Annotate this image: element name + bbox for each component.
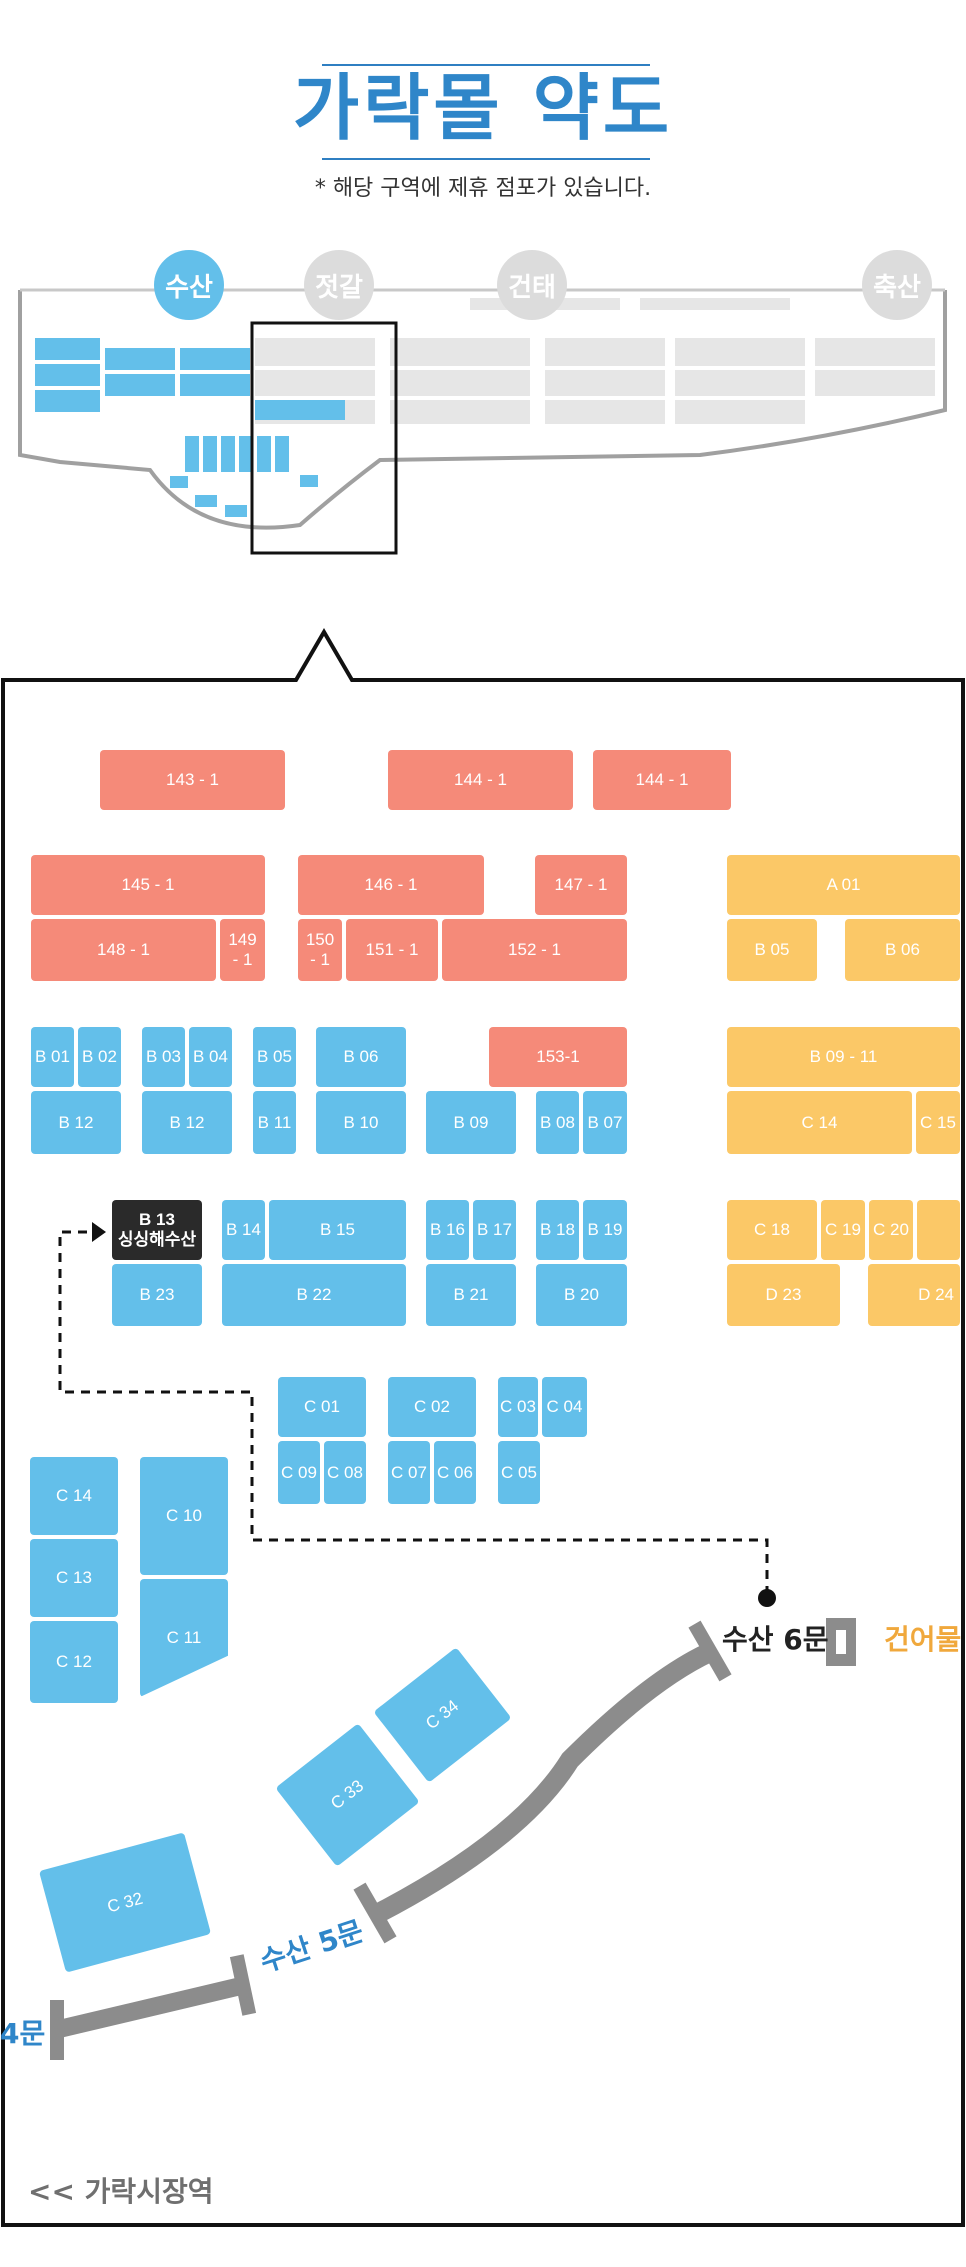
zone-dried-fish[interactable]: 건태 [497, 250, 567, 320]
stall-b20[interactable]: B 20 [536, 1264, 627, 1326]
overview-outline [18, 290, 947, 530]
stall-b08[interactable]: B 08 [536, 1091, 579, 1154]
stall-148-1[interactable]: 148 - 1 [31, 919, 216, 981]
stall-y-b05[interactable]: B 05 [727, 919, 817, 981]
dried-seafood-building-label[interactable]: 건어물 [884, 1623, 962, 1656]
back-to-station-link[interactable]: << 가락시장역 [28, 2175, 214, 2208]
stall-b01[interactable]: B 01 [31, 1027, 74, 1087]
zone-seafood[interactable]: 수산 [154, 250, 224, 320]
stall-c10[interactable]: C 10 [140, 1457, 228, 1575]
stall-b05[interactable]: B 05 [253, 1027, 296, 1087]
stall-143-1[interactable]: 143 - 1 [100, 750, 285, 810]
stall-c13[interactable]: C 13 [30, 1539, 118, 1617]
overview-selection-frame [250, 321, 398, 555]
stall-b03[interactable]: B 03 [142, 1027, 185, 1087]
route-arrow-head [92, 1222, 106, 1242]
page-subtitle: * 해당 구역에 제휴 점포가 있습니다. [314, 176, 652, 201]
stall-b12a[interactable]: B 12 [31, 1091, 121, 1154]
stall-146-1[interactable]: 146 - 1 [298, 855, 484, 915]
stall-c14[interactable]: C 14 [30, 1457, 118, 1535]
stall-b04[interactable]: B 04 [189, 1027, 232, 1087]
stall-y-c20[interactable]: C 20 [869, 1200, 913, 1260]
stall-144-1b[interactable]: 144 - 1 [593, 750, 731, 810]
stall-b09[interactable]: B 09 [426, 1091, 516, 1154]
stall-b18[interactable]: B 18 [536, 1200, 579, 1260]
stall-144-1a[interactable]: 144 - 1 [388, 750, 573, 810]
gate-seafood-4[interactable]: 4문 [0, 2017, 46, 2050]
stall-y-c18[interactable]: C 18 [727, 1200, 817, 1260]
stall-b23[interactable]: B 23 [112, 1264, 202, 1326]
stall-b21[interactable]: B 21 [426, 1264, 516, 1326]
stall-b19[interactable]: B 19 [583, 1200, 627, 1260]
route-start-dot [758, 1589, 776, 1607]
stall-c04[interactable]: C 04 [542, 1377, 587, 1437]
stall-c05[interactable]: C 05 [498, 1441, 540, 1504]
stall-c07[interactable]: C 07 [388, 1441, 430, 1504]
stall-153-1[interactable]: 153-1 [489, 1027, 627, 1087]
stall-151-1[interactable]: 151 - 1 [346, 919, 438, 981]
stall-b06[interactable]: B 06 [316, 1027, 406, 1087]
stall-c08[interactable]: C 08 [324, 1441, 366, 1504]
partner-stall-code: B 13 [139, 1210, 175, 1229]
overview-blue-stalls [35, 338, 345, 517]
title-rule-top [322, 64, 650, 66]
title-rule-bottom [322, 158, 650, 160]
stall-b12b[interactable]: B 12 [142, 1091, 232, 1154]
stall-c02[interactable]: C 02 [388, 1377, 476, 1437]
stall-y-c15[interactable]: C 15 [916, 1091, 960, 1154]
page-title: 가락몰 약도 [292, 66, 674, 150]
stall-149-1[interactable]: 149 - 1 [220, 919, 265, 981]
stall-a01[interactable]: A 01 [727, 855, 960, 915]
route-path [58, 1230, 769, 1595]
detail-map-frame [1, 628, 965, 2227]
stall-b10[interactable]: B 10 [316, 1091, 406, 1154]
stall-b13-partner[interactable]: B 13 싱싱해수산 [112, 1200, 202, 1260]
stall-d24[interactable]: D 24 [868, 1264, 960, 1326]
stall-b09-11[interactable]: B 09 - 11 [727, 1027, 960, 1087]
stall-c01[interactable]: C 01 [278, 1377, 366, 1437]
overview-gray-stalls [255, 298, 935, 424]
stall-b16[interactable]: B 16 [426, 1200, 469, 1260]
stall-b02[interactable]: B 02 [78, 1027, 121, 1087]
stall-c03[interactable]: C 03 [498, 1377, 538, 1437]
stall-b07[interactable]: B 07 [583, 1091, 627, 1154]
partner-stall-name: 싱싱해수산 [117, 1230, 197, 1249]
zone-salted-fish[interactable]: 젓갈 [304, 250, 374, 320]
stall-y-c14[interactable]: C 14 [727, 1091, 912, 1154]
gate-seafood-6[interactable]: 수산 6문 [722, 1623, 829, 1656]
stall-y-blank[interactable] [917, 1200, 960, 1260]
stall-c06[interactable]: C 06 [434, 1441, 476, 1504]
stall-d23[interactable]: D 23 [727, 1264, 840, 1326]
stall-150-1[interactable]: 150 - 1 [298, 919, 342, 981]
stall-b14[interactable]: B 14 [222, 1200, 265, 1260]
stall-b17[interactable]: B 17 [473, 1200, 516, 1260]
stall-c12[interactable]: C 12 [30, 1621, 118, 1703]
stall-y-b06[interactable]: B 06 [845, 919, 960, 981]
stall-y-c19[interactable]: C 19 [821, 1200, 865, 1260]
stall-c09[interactable]: C 09 [278, 1441, 320, 1504]
stall-145-1[interactable]: 145 - 1 [31, 855, 265, 915]
stall-147-1[interactable]: 147 - 1 [535, 855, 627, 915]
walkway-bars [50, 1618, 856, 2060]
zone-livestock[interactable]: 축산 [862, 250, 932, 320]
stall-b15[interactable]: B 15 [269, 1200, 406, 1260]
stall-b22[interactable]: B 22 [222, 1264, 406, 1326]
stall-b11[interactable]: B 11 [253, 1091, 296, 1154]
stall-152-1[interactable]: 152 - 1 [442, 919, 627, 981]
